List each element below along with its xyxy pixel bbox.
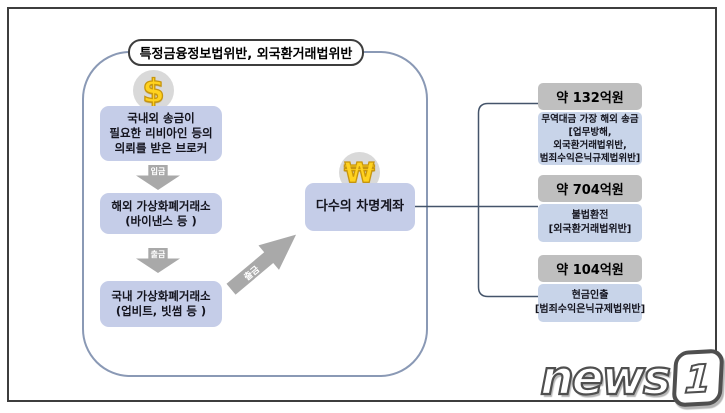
- broker-line-2: 필요한 리비아인 등의: [109, 126, 213, 141]
- result-2-amount: 약 704억원: [556, 183, 624, 198]
- broker-line-1: 국내외 송금이: [127, 111, 195, 126]
- result-1-line-3: 외국환거래법위반,: [553, 139, 627, 151]
- domestic-line-2: (업비트, 빗썸 등 ): [115, 304, 207, 318]
- result-1-amount-badge: 약 132억원: [538, 83, 642, 110]
- overseas-line-2: (바이낸스 등 ): [125, 213, 197, 228]
- result-3-amount: 약 104억원: [556, 263, 624, 278]
- flow-box-domestic-exchange: 국내 가상화폐거래소 (업비트, 빗썸 등 ): [100, 281, 222, 327]
- broker-line-3: 의뢰를 받은 브로커: [114, 140, 208, 155]
- title-box: 특정금융정보법위반, 외국환거래법위반: [128, 39, 364, 66]
- news1-logo: news 1: [528, 344, 725, 412]
- dollar-glyph: $: [142, 71, 166, 110]
- result-3-body: 현금인출 [범죄수익은닉규제법위반]: [534, 284, 646, 322]
- result-2-line-2: [외국환거래법위반]: [548, 224, 632, 235]
- result-1-line-1: 무역대금 가장 해외 송금: [541, 113, 639, 125]
- result-1-body: 무역대금 가장 해외 송금 [업무방해, 외국환거래법위반, 범죄수익은닉규제법…: [538, 112, 642, 165]
- flow-box-borrowed-accounts: 다수의 차명계좌: [305, 183, 415, 231]
- result-3-line-2: [범죄수익은닉규제법위반]: [534, 304, 646, 315]
- overseas-line-1: 해외 가상화폐거래소: [111, 198, 211, 213]
- flow-box-overseas-exchange: 해외 가상화폐거래소 (바이낸스 등 ): [100, 193, 222, 234]
- result-1-line-2: [업무방해,: [568, 126, 612, 138]
- result-1-amount: 약 132억원: [556, 91, 624, 106]
- result-3-amount-badge: 약 104억원: [538, 255, 642, 282]
- news1-logo-one: 1: [683, 355, 714, 403]
- result-2-amount-badge: 약 704억원: [538, 175, 642, 202]
- won-glyph: ₩: [343, 155, 375, 189]
- dollar-icon: $: [133, 70, 174, 111]
- withdraw-arrow-label: 출금: [150, 250, 166, 259]
- result-2-body: 불법환전 [외국환거래법위반]: [538, 204, 642, 242]
- accounts-label: 다수의 차명계좌: [315, 198, 405, 214]
- title-label: 특정금융정보법위반, 외국환거래법위반: [139, 47, 353, 62]
- result-1-line-4: 범죄수익은닉규제법위반]: [539, 152, 641, 164]
- result-3-line-1: 현금인출: [571, 290, 609, 301]
- result-2-line-1: 불법환전: [571, 210, 609, 221]
- domestic-line-1: 국내 가상화폐거래소: [111, 289, 211, 304]
- deposit-arrow-label: 입금: [150, 167, 166, 176]
- news1-logo-text: news: [539, 350, 672, 406]
- flow-box-broker: 국내외 송금이 필요한 리비아인 등의 의뢰를 받은 브로커: [100, 106, 222, 161]
- news1-logo-one-box: 1: [671, 348, 725, 408]
